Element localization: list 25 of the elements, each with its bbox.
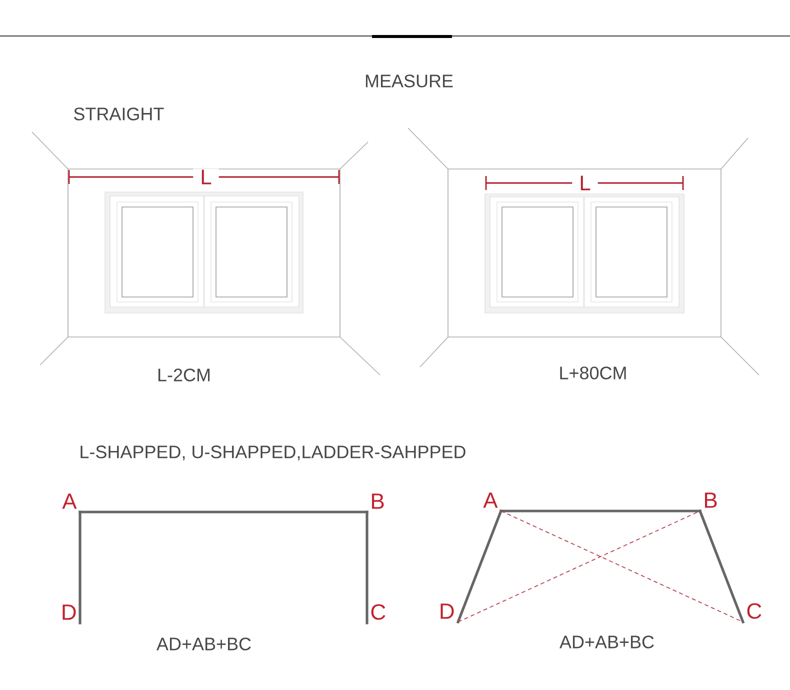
formula-text: AD+AB+BC (156, 638, 251, 650)
section-heading: STRAIGHT (74, 108, 164, 120)
corner-letter: C (747, 603, 762, 619)
dimension-label: L (572, 174, 598, 192)
corner-letter: B (372, 494, 384, 509)
corner-letter: A (483, 492, 498, 508)
section-heading: L-SHAPPED, U-SHAPPED,LADDER-SAHPPED (80, 446, 466, 460)
measurement-text: L-2CM (158, 368, 210, 382)
wall-line (456, 510, 502, 624)
corner-letter: B (705, 492, 717, 508)
dimension-label: L (193, 168, 219, 186)
measurement-text: L+80CM (560, 366, 626, 380)
wall-line (500, 510, 702, 512)
formula-text: AD+AB+BC (560, 636, 654, 648)
dashed-line (500, 510, 744, 622)
wall-line (366, 510, 368, 624)
wall-line (78, 510, 368, 514)
corner-letter: A (62, 494, 77, 509)
corner-letter: D (62, 604, 76, 620)
corner-letter: C (371, 604, 386, 620)
dashed-line (458, 510, 700, 622)
wall-line (698, 510, 744, 624)
heading: MEASURE (366, 74, 453, 88)
corner-letter: D (440, 604, 454, 619)
wall-line (78, 510, 82, 624)
